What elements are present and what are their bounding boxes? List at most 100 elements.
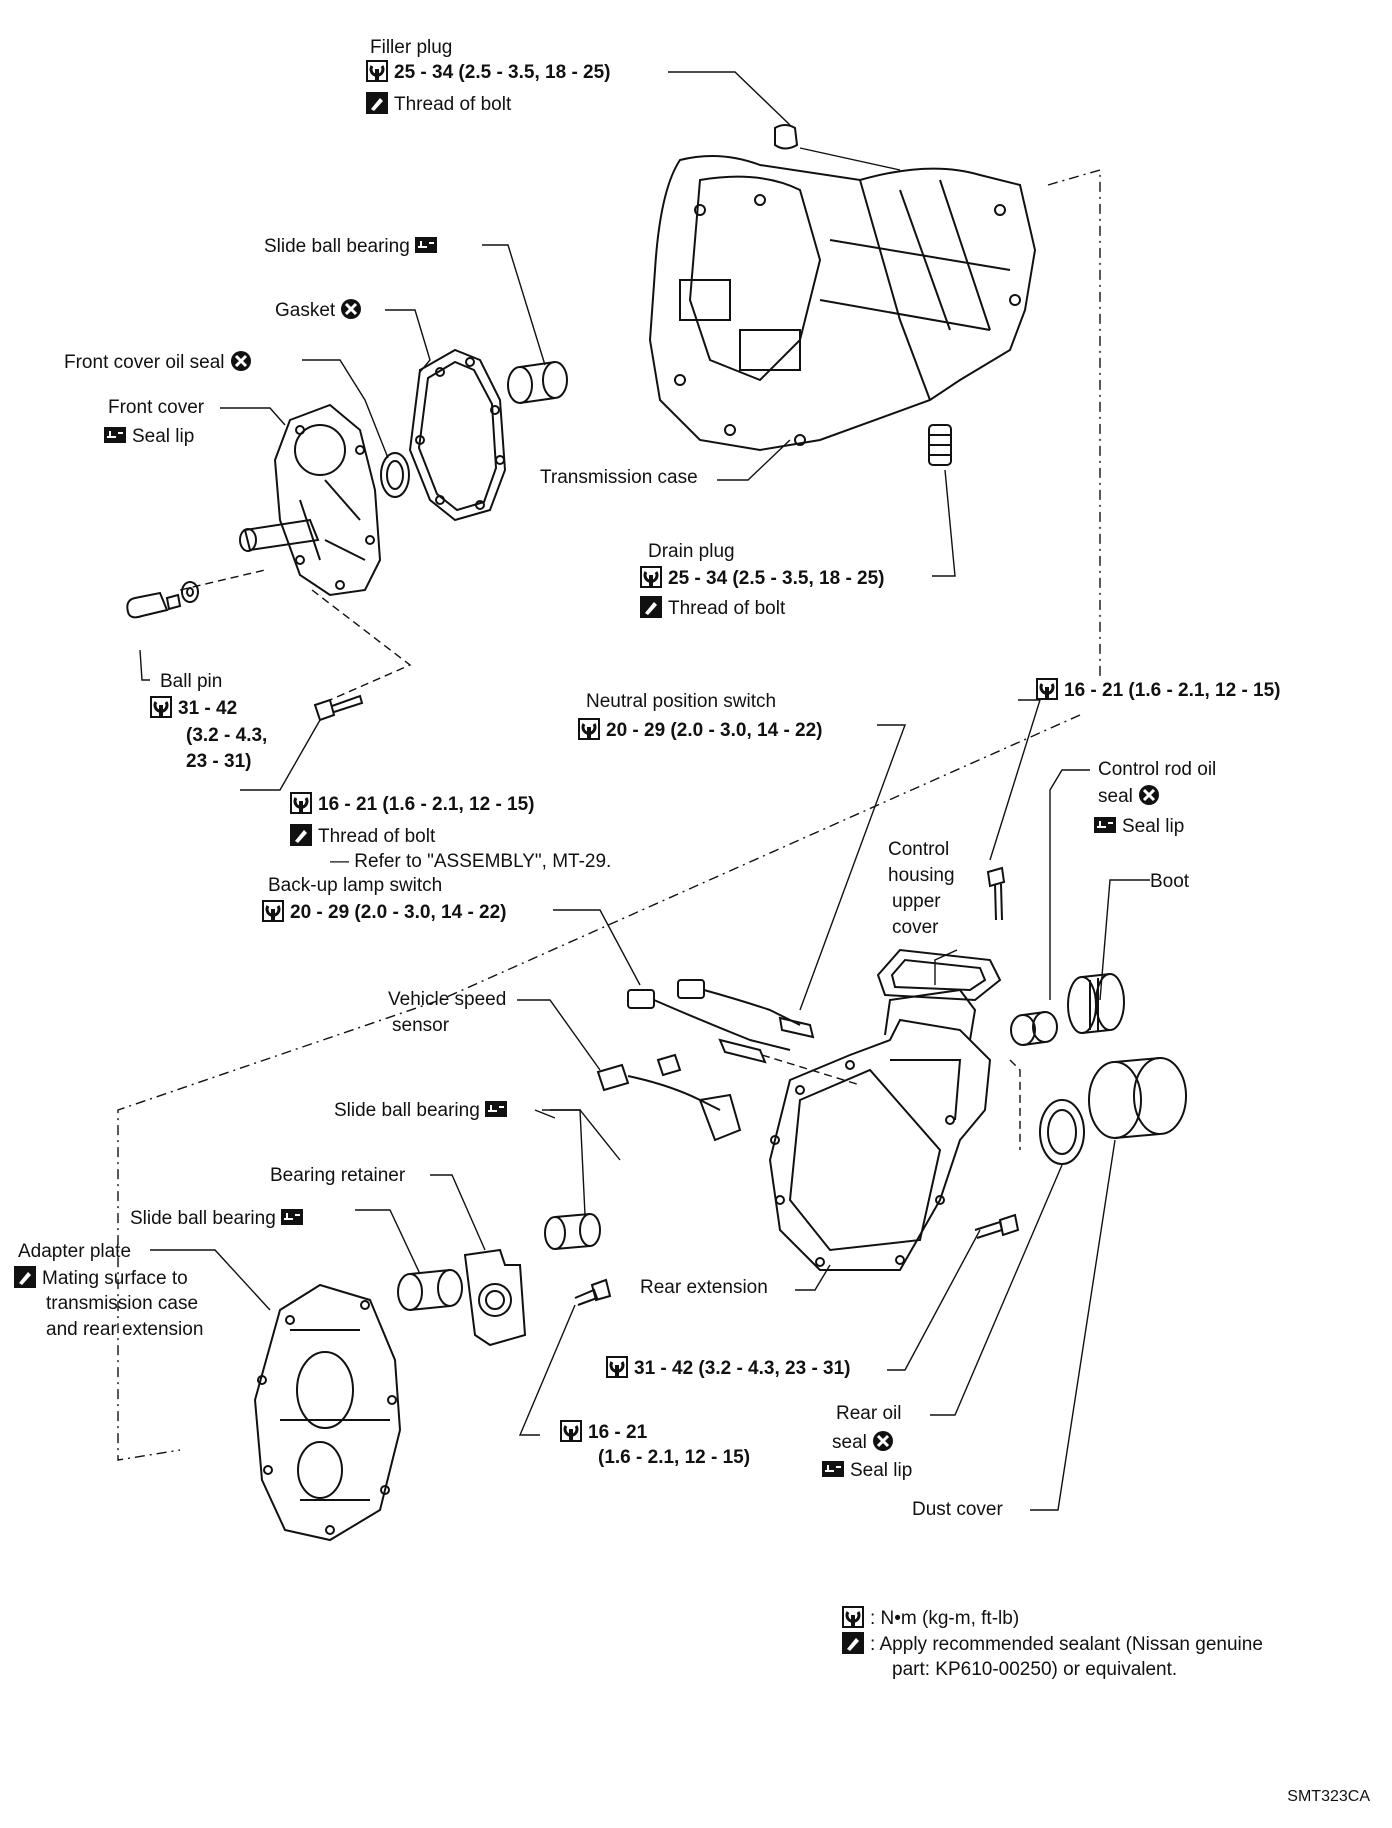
sealant-icon	[14, 1266, 36, 1288]
rear-oil-seal-drawing	[1039, 1099, 1085, 1165]
control-housing-label-3: upper	[892, 891, 941, 912]
adapter-plate-line-3: and rear extension	[46, 1319, 204, 1340]
figure-code: SMT323CA	[1287, 1788, 1370, 1805]
grease-icon	[1094, 814, 1116, 836]
grease-icon	[822, 1458, 844, 1480]
drain-plug-torque: 25 - 34 (2.5 - 3.5, 18 - 25)	[640, 566, 885, 591]
rear-oil-seal-seal-lip: Seal lip	[822, 1458, 912, 1483]
control-rod-oil-seal-drawing	[1010, 1011, 1058, 1046]
adapter-plate-line-2: transmission case	[46, 1293, 199, 1314]
slide-ball-bearing-mid-label: Slide ball bearing	[334, 1098, 513, 1123]
grease-icon	[104, 424, 126, 446]
front-cover-seal-lip: Seal lip	[104, 424, 194, 449]
torque-wrench-icon	[606, 1356, 628, 1378]
adapter-plate-drawing	[253, 1283, 402, 1542]
control-housing-bolt-drawing	[986, 866, 1006, 921]
front-cover-oil-seal-label: Front cover oil seal	[64, 350, 258, 375]
front-cover-drawing	[239, 403, 382, 597]
replace-icon	[1138, 784, 1160, 806]
drain-plug-label: Drain plug	[648, 541, 735, 562]
torque-wrench-icon	[578, 718, 600, 740]
grease-icon	[415, 234, 438, 256]
ball-pin-torque: 31 - 42	[150, 696, 237, 721]
rear-extension-label: Rear extension	[640, 1277, 768, 1298]
control-housing-label-1: Control	[888, 839, 950, 860]
control-housing-bolt-torque: 16 - 21 (1.6 - 2.1, 12 - 15)	[1036, 678, 1281, 703]
filler-plug-torque: 25 - 34 (2.5 - 3.5, 18 - 25)	[366, 60, 611, 85]
gasket-drawing	[408, 348, 507, 522]
control-rod-oil-seal-label-2: seal	[1098, 784, 1166, 809]
legend-sealant-2: part: KP610-00250) or equivalent.	[892, 1659, 1178, 1680]
grease-icon	[281, 1206, 304, 1228]
torque-wrench-icon	[262, 900, 284, 922]
control-rod-oil-seal-label: Control rod oil	[1098, 759, 1217, 780]
torque-wrench-icon	[842, 1606, 864, 1628]
neutral-position-switch-label: Neutral position switch	[586, 691, 777, 712]
slide-ball-bearing-low-drawing	[397, 1269, 463, 1311]
front-cover-oil-seal-drawing	[380, 452, 410, 498]
lower-bolt-drawing	[574, 1278, 612, 1306]
vehicle-speed-sensor-label-1: Vehicle speed	[388, 989, 507, 1010]
torque-wrench-icon	[1036, 678, 1058, 700]
front-bolt-drawing	[313, 694, 364, 722]
boot-drawing	[1067, 973, 1125, 1034]
torque-wrench-icon	[366, 60, 388, 82]
transmission-case-label: Transmission case	[540, 467, 698, 488]
dust-cover-label: Dust cover	[912, 1499, 1003, 1520]
transmission-case-drawing	[648, 155, 1037, 452]
bearing-retainer-label: Bearing retainer	[270, 1165, 406, 1186]
slide-ball-bearing-mid-drawing	[544, 1213, 601, 1250]
slide-ball-bearing-top-drawing	[507, 361, 568, 404]
front-bolt-sealant: Thread of bolt	[290, 824, 435, 849]
torque-wrench-icon	[560, 1420, 582, 1442]
replace-icon	[872, 1430, 894, 1452]
front-bolt-torque: 16 - 21 (1.6 - 2.1, 12 - 15)	[290, 792, 535, 817]
leader-lines	[117, 71, 1150, 1511]
rear-oil-seal-label-1: Rear oil	[836, 1403, 902, 1424]
adapter-plate-label: Adapter plate	[18, 1241, 132, 1262]
torque-wrench-icon	[150, 696, 172, 718]
slide-ball-bearing-low-label: Slide ball bearing	[130, 1206, 309, 1231]
switches-and-wires-drawing	[596, 979, 815, 1142]
replace-icon	[340, 298, 362, 320]
lower-bolt-torque-2: (1.6 - 2.1, 12 - 15)	[598, 1447, 751, 1468]
vehicle-speed-sensor-label-2: sensor	[392, 1015, 450, 1036]
sealant-icon	[842, 1632, 864, 1654]
replace-icon	[230, 350, 252, 372]
front-bolt-refer: — Refer to "ASSEMBLY", MT-29.	[330, 851, 612, 872]
control-rod-oil-seal-seal-lip: Seal lip	[1094, 814, 1184, 839]
ball-pin-torque-3: 23 - 31)	[186, 751, 252, 772]
front-cover-label: Front cover	[108, 397, 205, 418]
control-housing-label-2: housing	[888, 865, 955, 886]
legend-sealant: : Apply recommended sealant (Nissan genu…	[842, 1632, 1263, 1657]
legend-torque: : N•m (kg-m, ft-lb)	[842, 1606, 1019, 1631]
slide-ball-bearing-top-label: Slide ball bearing	[264, 234, 443, 259]
filler-plug-label: Filler plug	[370, 37, 453, 58]
gasket-label: Gasket	[275, 298, 368, 323]
boot-label: Boot	[1150, 871, 1190, 892]
filler-plug-sealant: Thread of bolt	[366, 92, 511, 117]
rear-extension-drawing	[768, 988, 992, 1271]
ball-pin-drawing	[126, 581, 199, 619]
adapter-plate-line-1: Mating surface to	[14, 1266, 188, 1291]
backup-lamp-switch-label: Back-up lamp switch	[268, 875, 443, 896]
bearing-retainer-drawing	[463, 1248, 527, 1347]
sealant-icon	[290, 824, 312, 846]
sealant-icon	[640, 596, 662, 618]
control-housing-label-4: cover	[892, 917, 939, 938]
dust-cover-drawing	[1088, 1057, 1187, 1139]
grease-icon	[485, 1098, 508, 1120]
rear-oil-seal-label-2: seal	[832, 1430, 900, 1455]
ball-pin-torque-2: (3.2 - 4.3,	[186, 725, 268, 746]
backup-lamp-switch-torque: 20 - 29 (2.0 - 3.0, 14 - 22)	[262, 900, 507, 925]
drain-plug-sealant: Thread of bolt	[640, 596, 785, 621]
control-housing-upper-cover-drawing	[876, 948, 1002, 1002]
torque-wrench-icon	[290, 792, 312, 814]
torque-wrench-icon	[640, 566, 662, 588]
filler-plug-drawing	[774, 124, 799, 150]
sealant-icon	[366, 92, 388, 114]
lower-bolt-torque-1: 16 - 21	[560, 1420, 647, 1445]
neutral-position-switch-torque: 20 - 29 (2.0 - 3.0, 14 - 22)	[578, 718, 823, 743]
rear-extension-bolt-drawing	[974, 1213, 1020, 1239]
